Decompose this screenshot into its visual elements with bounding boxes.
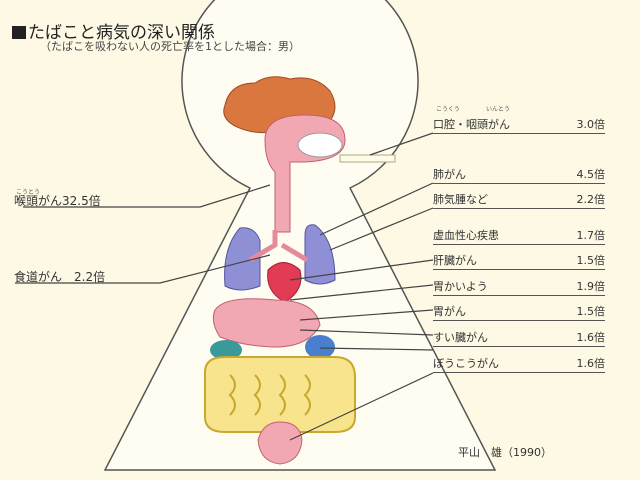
kidney: [305, 335, 335, 359]
ruby-intou: いんとう: [486, 106, 511, 113]
label-name: 食道がん: [14, 270, 63, 284]
label-name: ぼうこうがん: [433, 357, 499, 370]
heart: [267, 262, 302, 303]
label-name: 喉頭がん: [14, 194, 63, 208]
bladder: [257, 421, 303, 465]
title-text: たばこと病気の深い関係: [28, 23, 215, 43]
label-value: 1.5倍: [576, 305, 606, 318]
subtitle: （たばこを吸わない人の死亡率を1とした場合：男）: [40, 40, 300, 53]
label-name: 肺がん: [433, 168, 466, 181]
mouth: [297, 132, 343, 158]
label-emphysema: 肺気腫など 2.2倍: [433, 192, 605, 209]
label-lung-cancer: 肺がん 4.5倍: [433, 167, 605, 184]
label-liver-cancer: 肝臓がん 1.5倍: [433, 253, 605, 270]
label-name: 虚血性心疾患: [433, 229, 499, 242]
label-laryngeal-cancer: 喉頭がん32.5倍: [14, 192, 101, 209]
page-title: たばこと病気の深い関係: [12, 18, 215, 43]
label-value: 2.2倍: [576, 193, 606, 206]
label-name: 肝臓がん: [433, 254, 477, 267]
label-ischemic-heart-disease: 虚血性心疾患 1.7倍: [433, 228, 605, 245]
label-value: 1.9倍: [576, 280, 606, 293]
label-bladder-cancer: ぼうこうがん 1.6倍: [433, 356, 605, 373]
pancreas: [210, 340, 242, 360]
label-value: 1.7倍: [576, 229, 606, 242]
label-value: 3.0倍: [576, 118, 606, 131]
label-value: 1.6倍: [576, 331, 606, 344]
label-name: 口腔・咽頭がん: [433, 118, 510, 131]
label-esophageal-cancer: 食道がん 2.2倍: [14, 268, 105, 285]
leader-lines: [15, 132, 434, 441]
cigarette: [339, 154, 396, 163]
label-name: 胃かいよう: [433, 280, 488, 293]
label-pancreatic-cancer: すい臓がん 1.6倍: [433, 330, 605, 347]
label-name: 肺気腫など: [433, 193, 488, 206]
label-stomach-cancer: 胃がん 1.5倍: [433, 304, 605, 321]
label-value: 1.5倍: [576, 254, 606, 267]
label-value: 4.5倍: [576, 168, 606, 181]
label-value: 32.5倍: [62, 194, 101, 208]
ruby-koukuu: こうくう: [436, 106, 460, 113]
ruby-koutou: こうとう: [16, 189, 41, 196]
label-value: 1.6倍: [576, 357, 606, 370]
bronchi: [248, 230, 309, 263]
square-bullet-icon: [12, 26, 26, 39]
left-lung: [224, 227, 261, 291]
label-name: すい臓がん: [433, 331, 488, 344]
label-stomach-ulcer: 胃かいよう 1.9倍: [433, 279, 605, 296]
right-lung: [304, 224, 336, 285]
label-name: 胃がん: [433, 305, 466, 318]
liver-stomach: [212, 298, 321, 348]
intestine-coils: [228, 374, 311, 416]
source-citation: 平山 雄（1990）: [458, 446, 552, 459]
body-outline: [103, 0, 497, 471]
label-oral-pharyngeal-cancer: 口腔・咽頭がん 3.0倍: [433, 117, 605, 134]
label-value: 2.2倍: [74, 270, 106, 284]
